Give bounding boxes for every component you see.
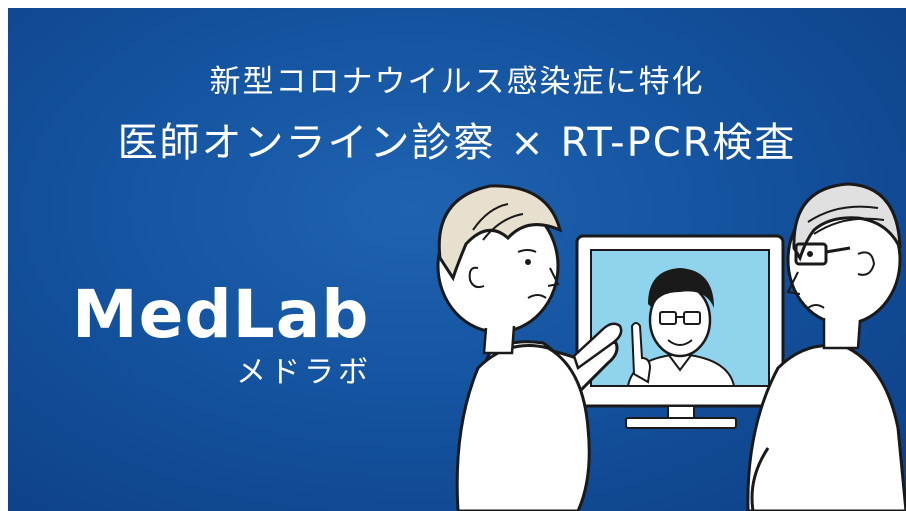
patient-man-illustration [746,182,906,511]
telemedicine-illustration [436,182,906,511]
medlab-banner: 新型コロナウイルス感染症に特化 医師オンライン診察 × RT-PCR検査 Med… [8,8,906,511]
headline-tagline: 新型コロナウイルス感染症に特化 [209,64,705,100]
brand-logo: MedLab [72,276,370,353]
headline-service: 医師オンライン診察 × RT-PCR検査 [117,120,797,166]
patient-woman-illustration [436,184,623,511]
doctor-on-screen-illustration [626,268,736,387]
brand-logo-kana: メドラボ [236,355,372,390]
